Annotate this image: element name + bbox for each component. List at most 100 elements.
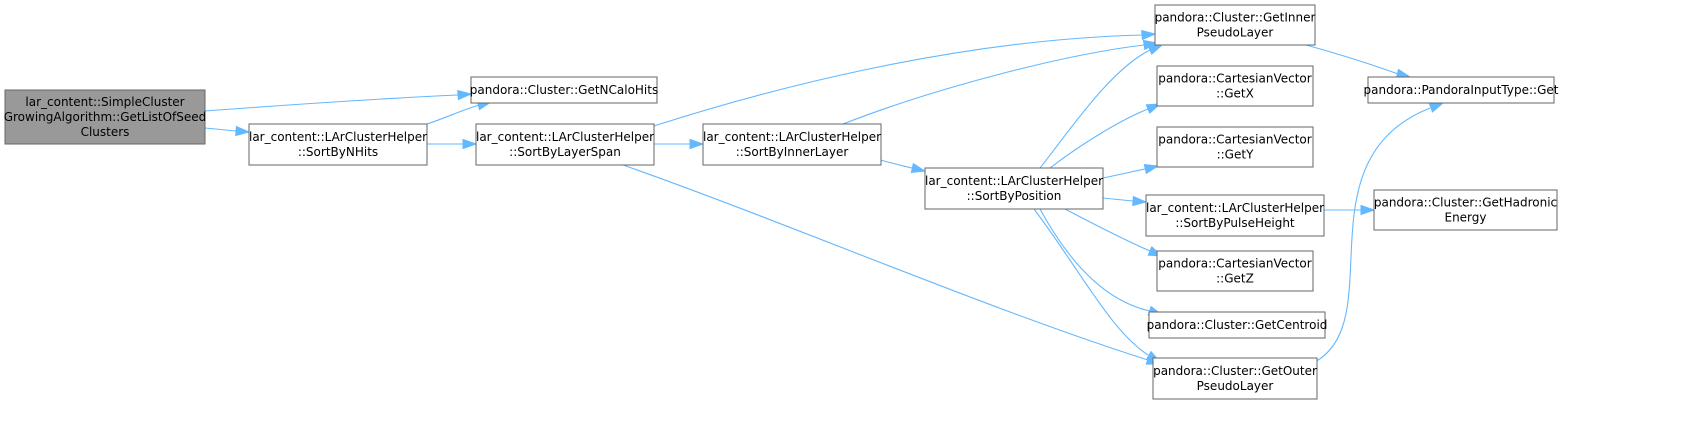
edge-arrowhead (1143, 163, 1160, 175)
node-root[interactable]: lar_content::SimpleClusterGrowingAlgorit… (4, 89, 207, 145)
node-label-line: Clusters (81, 125, 130, 139)
node-label-line: PseudoLayer (1197, 26, 1274, 40)
edge-line (1033, 208, 1149, 356)
node-label-line: lar_content::LArClusterHelper (703, 130, 881, 144)
node-box (924, 167, 1104, 210)
edge-sortbyposition-to-sortbypulseheight (1102, 195, 1148, 207)
node-box (1145, 194, 1325, 237)
node-label-line: ::SortByLayerSpan (509, 145, 621, 159)
edge-arrowhead (910, 162, 927, 174)
edge-sortbyinnerlayer-to-sortbyposition (880, 159, 927, 174)
node-sortbyposition[interactable]: lar_content::LArClusterHelper::SortByPos… (924, 167, 1104, 210)
edge-getinnerpseudolayer-to-pandorainputtypeget (1305, 44, 1412, 79)
node-label-line: lar_content::LArClusterHelper (925, 174, 1103, 188)
node-label-line: pandora::Cluster::GetNCaloHits (470, 83, 658, 97)
nodes-layer: lar_content::SimpleClusterGrowingAlgorit… (4, 4, 1559, 400)
edge-sortbypulseheight-to-gethadronicenergy (1323, 204, 1376, 216)
node-box (1367, 76, 1555, 104)
node-box (1148, 311, 1326, 339)
edge-sortbyposition-to-gety (1102, 163, 1160, 179)
node-label-line: lar_content::LArClusterHelper (476, 130, 654, 144)
node-sortbyinnerlayer[interactable]: lar_content::LArClusterHelper::SortByInn… (702, 123, 882, 166)
node-label-line: lar_content::LArClusterHelper (249, 130, 427, 144)
edge-sortbylayerspan-to-getinnerpseudolayer (653, 29, 1157, 127)
edge-line (1064, 208, 1151, 252)
node-getncalohits[interactable]: pandora::Cluster::GetNCaloHits (470, 76, 658, 104)
node-label-line: GrowingAlgorithm::GetListOfSeed (4, 110, 207, 124)
node-label-line: ::GetZ (1216, 272, 1254, 286)
node-box (1154, 4, 1316, 46)
edge-arrowhead (235, 125, 251, 137)
edge-line (204, 127, 237, 132)
edge-line (1049, 108, 1149, 169)
node-box (475, 123, 655, 166)
node-label-line: pandora::Cluster::GetInner (1155, 11, 1316, 25)
edge-sortbyposition-to-getcentroid (1039, 208, 1164, 316)
edge-root-to-sortbynhits (204, 125, 251, 137)
edge-arrowhead (689, 138, 705, 150)
node-label-line: ::GetX (1216, 87, 1254, 101)
edges-layer (204, 29, 1445, 365)
node-box (702, 123, 882, 166)
node-label-line: pandora::CartesianVector (1158, 133, 1312, 147)
edge-line (204, 94, 459, 112)
node-label-line: ::SortByPulseHeight (1175, 216, 1295, 230)
node-getcentroid[interactable]: pandora::Cluster::GetCentroid (1147, 311, 1328, 339)
edge-line (1102, 197, 1134, 202)
node-sortbypulseheight[interactable]: lar_content::LArClusterHelper::SortByPul… (1145, 194, 1325, 237)
node-label-line: pandora::Cluster::GetCentroid (1147, 318, 1328, 332)
node-getz[interactable]: pandora::CartesianVector::GetZ (1156, 250, 1314, 292)
node-box (1156, 126, 1314, 168)
node-label-line: lar_content::SimpleCluster (25, 95, 184, 109)
node-label-line: ::SortByNHits (298, 145, 378, 159)
edge-arrowhead (1147, 44, 1164, 55)
edge-arrowhead (1428, 102, 1445, 113)
edge-sortbyposition-to-getx (1049, 103, 1162, 169)
edge-line (880, 159, 913, 169)
node-label-line: pandora::CartesianVector (1158, 72, 1312, 86)
node-box (1152, 357, 1318, 400)
node-box (1156, 250, 1314, 292)
edge-arrowhead (1141, 29, 1157, 41)
edge-line (622, 164, 1149, 361)
node-box (4, 89, 206, 145)
node-gety[interactable]: pandora::CartesianVector::GetY (1156, 126, 1314, 168)
edge-getouterpseudolayer-to-pandorainputtypeget (1314, 102, 1445, 363)
edge-line (426, 104, 480, 125)
edge-line (1039, 208, 1151, 312)
edge-sortbyposition-to-getinnerpseudolayer (1039, 44, 1164, 169)
edge-arrowhead (1360, 204, 1376, 216)
edge-line (653, 34, 1143, 127)
edge-arrowhead (462, 138, 478, 150)
node-getx[interactable]: pandora::CartesianVector::GetX (1156, 65, 1314, 107)
node-pandorainputtypeget[interactable]: pandora::PandoraInputType::Get (1364, 76, 1559, 104)
node-box (248, 123, 428, 166)
edge-sortbylayerspan-to-sortbyinnerlayer (654, 138, 705, 150)
edge-root-to-getncalohits (204, 89, 473, 112)
node-label-line: pandora::CartesianVector (1158, 257, 1312, 271)
node-label-line: Energy (1444, 211, 1486, 225)
node-sortbylayerspan[interactable]: lar_content::LArClusterHelper::SortByLay… (475, 123, 655, 166)
node-box (1373, 189, 1558, 231)
node-label-line: ::GetY (1217, 148, 1254, 162)
node-label-line: PseudoLayer (1197, 379, 1274, 393)
node-label-line: ::SortByPosition (967, 189, 1062, 203)
edge-line (1102, 168, 1146, 179)
edge-sortbynhits-to-sortbylayerspan (427, 138, 478, 150)
edge-line (842, 44, 1145, 125)
node-box (1156, 65, 1314, 107)
edge-sortbynhits-to-getncalohits (426, 100, 493, 125)
edge-line (1314, 107, 1431, 363)
edge-line (1305, 44, 1399, 75)
node-label-line: ::SortByInnerLayer (736, 145, 849, 159)
edge-line (1039, 49, 1151, 169)
node-label-line: pandora::PandoraInputType::Get (1364, 83, 1559, 97)
edge-sortbyinnerlayer-to-getinnerpseudolayer (842, 39, 1159, 125)
node-box (470, 76, 658, 104)
node-sortbynhits[interactable]: lar_content::LArClusterHelper::SortByNHi… (248, 123, 428, 166)
node-label-line: lar_content::LArClusterHelper (1146, 201, 1324, 215)
